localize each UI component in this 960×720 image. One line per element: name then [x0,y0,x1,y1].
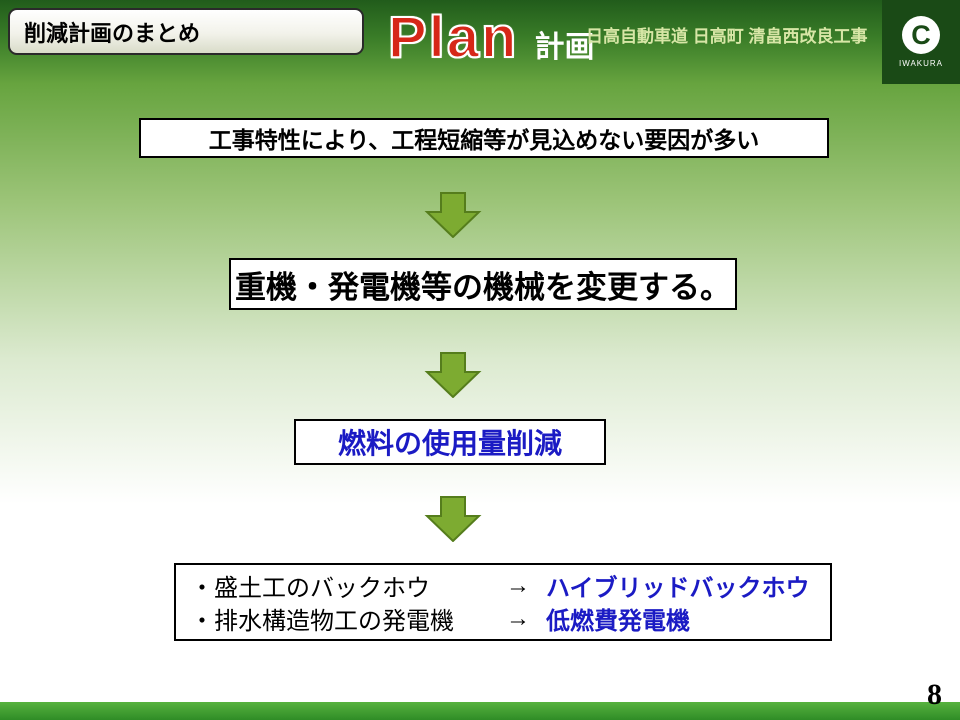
down-arrow-icon [424,352,482,398]
logo-text: IWAKURA [898,59,944,68]
footer-bar [0,702,960,720]
company-logo: C IWAKURA [882,0,960,84]
summary-row2-value: 低燃費発電機 [546,608,690,635]
summary-row2-arrow: → [506,604,530,632]
summary-box: ・盛土工のバックホウ → ハイブリッドバックホウ ・排水構造物工の発電機 → 低… [174,563,832,641]
flow-box-cause: 工事特性により、工程短縮等が見込めない要因が多い [139,118,829,158]
flow-box-action: 重機・発電機等の機械を変更する。 [229,258,737,310]
flow-box-action-text: 重機・発電機等の機械を変更する。 [235,269,731,305]
down-arrow-icon [424,496,482,542]
logo-mark-icon: C [902,16,940,54]
logo-letter: C [911,19,931,50]
summary-row1-arrow: → [506,571,530,599]
plan-subtitle: 計画 [534,31,595,64]
down-arrow-icon [424,192,482,238]
page-title: 削減計画のまとめ [24,20,201,46]
plan-word: Plan [387,4,519,71]
title-box: 削減計画のまとめ [8,8,364,55]
summary-row1-value: ハイブリッドバックホウ [546,575,810,602]
flow-box-cause-text: 工事特性により、工程短縮等が見込めない要因が多い [208,127,760,153]
flow-box-goal-text: 燃料の使用量削減 [337,428,562,459]
project-name: 日高自動車道 日高町 清畠西改良工事 [586,27,868,46]
summary-row2-label: ・排水構造物工の発電機 [190,608,454,635]
page-number: 8 [927,678,942,711]
summary-row: ・盛土工のバックホウ → ハイブリッドバックホウ [190,569,816,603]
summary-row1-label: ・盛土工のバックホウ [190,575,430,602]
summary-row: ・排水構造物工の発電機 → 低燃費発電機 [190,602,816,636]
plan-wordart: Plan 計画 [387,4,595,71]
flow-box-goal: 燃料の使用量削減 [294,419,606,465]
